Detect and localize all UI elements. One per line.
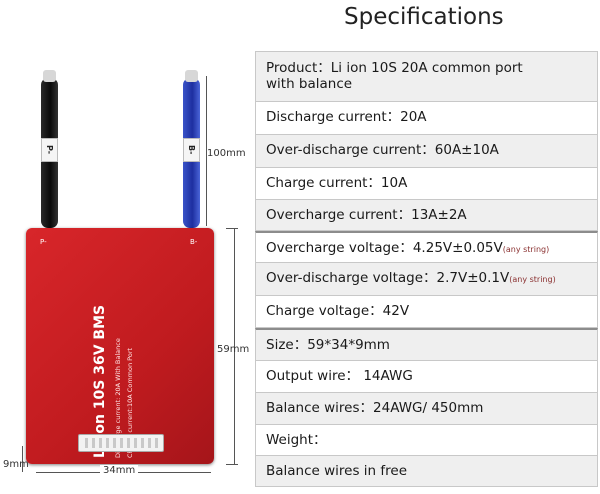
spec-text: Output wire： 14AWG — [266, 368, 413, 384]
spec-row-balance-free: Balance wires in free — [255, 456, 598, 487]
spec-text: Overcharge voltage：4.25V±0.05V — [266, 240, 503, 256]
wire-length-label: 100mm — [207, 148, 246, 159]
spec-text: Charge voltage：42V — [266, 303, 410, 319]
negative-wire: P- — [41, 70, 58, 228]
spec-table: Product：Li ion 10S 20A common port with … — [255, 51, 598, 487]
spec-text: Balance wires in free — [266, 463, 408, 479]
balance-connector — [78, 434, 164, 452]
board-pos-label: B- — [190, 238, 198, 246]
spec-text: Over-discharge voltage：2.7V±0.1V — [266, 270, 510, 286]
thickness-dimension-line — [22, 446, 23, 472]
height-label: 59mm — [217, 344, 250, 355]
spec-row-product: Product：Li ion 10S 20A common port with … — [255, 52, 598, 102]
wire-tip — [43, 70, 56, 82]
spec-text: Discharge current：20A — [266, 109, 427, 125]
bms-board: P- B- Li-ion 10S 36V BMS Discharge curre… — [26, 228, 214, 464]
spec-text: Size：59*34*9mm — [266, 337, 390, 353]
board-neg-label: P- — [40, 238, 47, 246]
spec-text: Product：Li ion 10S 20A common port — [266, 60, 523, 76]
spec-row-over-discharge-current: Over-discharge current：60A±10A — [255, 135, 598, 168]
thickness-label: 9mm — [3, 459, 29, 470]
spec-row-over-discharge-voltage: Over-discharge voltage：2.7V±0.1V(any str… — [255, 263, 598, 296]
spec-row-charge-current: Charge current：10A — [255, 168, 598, 200]
positive-wire-label: B- — [183, 138, 200, 162]
page-title: Specifications — [344, 4, 504, 30]
spec-row-discharge-current: Discharge current：20A — [255, 102, 598, 135]
spec-row-weight: Weight： — [255, 425, 598, 456]
spec-row-balance-wires: Balance wires：24AWG/ 450mm — [255, 393, 598, 425]
product-image: P- B- 100mm P- B- Li-ion 10S 36V BMS Dis… — [0, 0, 258, 494]
spec-row-overcharge-current: Overcharge current：13A±2A — [255, 200, 598, 231]
spec-text: Weight： — [266, 432, 327, 448]
spec-row-charge-voltage: Charge voltage：42V — [255, 296, 598, 328]
spec-note: (any string) — [502, 245, 550, 254]
spec-row-size: Size：59*34*9mm — [255, 328, 598, 361]
spec-text: Over-discharge current：60A±10A — [266, 142, 499, 158]
spec-text: Charge current：10A — [266, 175, 408, 191]
spec-text: Overcharge current：13A±2A — [266, 207, 467, 223]
negative-wire-label: P- — [41, 138, 58, 162]
spec-row-overcharge-voltage: Overcharge voltage：4.25V±0.05V(any strin… — [255, 231, 598, 263]
board-print: Li-ion 10S 36V BMS Discharge current: 20… — [92, 268, 162, 458]
width-label: 34mm — [100, 465, 139, 476]
height-dimension-line — [234, 228, 235, 464]
wire-length-dimension-line — [206, 76, 207, 226]
spec-text: Balance wires：24AWG/ 450mm — [266, 400, 484, 416]
spec-note: (any string) — [509, 275, 556, 284]
positive-wire: B- — [183, 70, 200, 228]
wire-tip — [185, 70, 198, 82]
spec-text: with balance — [266, 76, 353, 92]
spec-row-output-wire: Output wire： 14AWG — [255, 361, 598, 393]
